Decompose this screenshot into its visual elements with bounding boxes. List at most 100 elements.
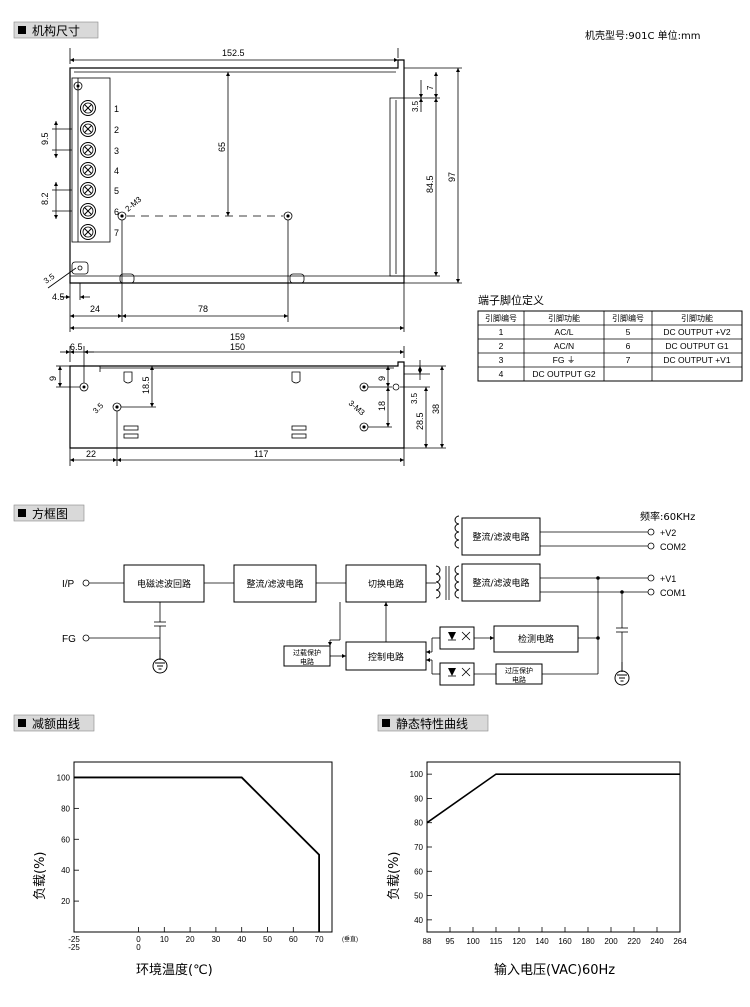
derating-xtick-label: 30 bbox=[211, 935, 220, 944]
dim-78: 78 bbox=[198, 304, 208, 314]
top-view-drawing: 1 2 3 4 5 6 7 152.5 65 9.5 8.2 2-M bbox=[40, 48, 462, 342]
side-dim-18-5: 18.5 bbox=[141, 376, 151, 394]
derating-ytick-label: 80 bbox=[61, 804, 70, 813]
out-v1: +V1 bbox=[660, 574, 676, 584]
side-dim-3-m3: 3-M3 bbox=[347, 399, 367, 418]
dim-9-5: 9.5 bbox=[40, 132, 50, 145]
static-series-line bbox=[426, 773, 680, 824]
static-ytick-label: 90 bbox=[414, 794, 423, 803]
derating-xlabel: 环境温度(℃) bbox=[136, 962, 213, 978]
section-title-dimensions: 机构尺寸 bbox=[32, 23, 80, 38]
static-xtick-label: 115 bbox=[490, 937, 503, 946]
dim-24: 24 bbox=[90, 304, 100, 314]
olp-label-1: 过载保护 bbox=[293, 648, 321, 657]
ovp-label-1: 过压保护 bbox=[505, 666, 533, 675]
case-info: 机壳型号:901C 单位:mm bbox=[585, 29, 700, 42]
derating-ytick-label: 20 bbox=[61, 897, 70, 906]
pin-cell-r1c3: 5 bbox=[626, 327, 631, 337]
side-dim-38: 38 bbox=[431, 404, 441, 414]
side-dim-3-5: 3.5 bbox=[91, 401, 106, 416]
dim-159: 159 bbox=[230, 332, 245, 342]
olp-label-2: 电路 bbox=[300, 657, 314, 666]
section-header-derating: 减额曲线 bbox=[13, 714, 95, 732]
derating-xtick-sub-label: 0 bbox=[136, 943, 141, 952]
rectifier-label-1: 整流/滤波电路 bbox=[246, 578, 303, 590]
derating-xtick-label: 50 bbox=[263, 935, 272, 944]
side-dim-9-left: 9 bbox=[48, 376, 58, 381]
dim-2-m3: 2-M3 bbox=[124, 195, 144, 214]
section-header-static: 静态特性曲线 bbox=[377, 714, 489, 732]
rectifier-block-v1 bbox=[461, 563, 541, 602]
detect-block bbox=[493, 625, 579, 653]
control-block bbox=[345, 641, 427, 671]
terminal-screws bbox=[80, 100, 96, 240]
terminal-number-5: 5 bbox=[114, 186, 119, 196]
terminal-number-6: 6 bbox=[114, 207, 119, 217]
static-ylabel: 负载(%) bbox=[387, 852, 402, 901]
pin-cell-r3c3: 7 bbox=[626, 355, 631, 365]
rectifier-label-v2: 整流/滤波电路 bbox=[472, 531, 529, 543]
static-xtick-label: 140 bbox=[535, 937, 549, 946]
derating-ytick-label: 40 bbox=[61, 866, 70, 875]
pin-cell-r2c3: 6 bbox=[626, 341, 631, 351]
section-title-derating: 减额曲线 bbox=[32, 717, 80, 731]
derating-xtick-sub-label: -25 bbox=[68, 943, 80, 952]
static-xlabel: 输入电压(VAC)60Hz bbox=[494, 962, 615, 978]
derating-ytick-label: 100 bbox=[57, 773, 71, 782]
side-dim-150: 150 bbox=[230, 342, 245, 352]
terminal-number-1: 1 bbox=[114, 104, 119, 114]
derating-xtick-label: 0 bbox=[136, 935, 141, 944]
pin-cell-r4c1: 4 bbox=[499, 369, 504, 379]
section-header-dimensions: 机构尺寸 bbox=[13, 21, 99, 39]
static-ytick-label: 80 bbox=[414, 819, 423, 828]
derating-xtick-label: -25 bbox=[68, 935, 80, 944]
derating-xtick-label: 40 bbox=[237, 935, 246, 944]
side-dim-9-right: 9 bbox=[377, 376, 387, 381]
rectifier-block-v2 bbox=[461, 517, 541, 556]
out-v2: +V2 bbox=[660, 528, 676, 538]
switch-block bbox=[345, 564, 427, 603]
section-title-static: 静态特性曲线 bbox=[396, 716, 468, 731]
dim-8-2: 8.2 bbox=[40, 192, 50, 205]
derating-series-line bbox=[74, 776, 321, 932]
pin-table-title: 端子脚位定义 bbox=[478, 293, 544, 307]
fg-label: FG bbox=[62, 634, 76, 645]
dim-65: 65 bbox=[217, 142, 227, 152]
pin-table: 端子脚位定义 引脚编号 引脚功能 引脚编号 引脚功能 1 AC/L 5 DC O… bbox=[477, 293, 743, 382]
side-dim-6-5: 6.5 bbox=[70, 342, 83, 352]
derating-xtick-label: 70 bbox=[315, 935, 324, 944]
side-view-drawing: 6.5 150 9 3.5 18.5 9 18 3-M3 3.5 28.5 38 bbox=[48, 342, 446, 466]
dim-7: 7 bbox=[426, 85, 435, 90]
out-com1: COM1 bbox=[660, 588, 686, 598]
pin-cell-r3c4: DC OUTPUT +V1 bbox=[663, 355, 730, 365]
derating-ylabel: 负载(%) bbox=[33, 852, 48, 901]
ip-label: I/P bbox=[62, 579, 75, 590]
dim-4-5: 4.5 bbox=[52, 292, 65, 302]
static-xtick-label: 95 bbox=[446, 937, 455, 946]
dim-3-5-top: 3.5 bbox=[411, 100, 420, 112]
rectifier-label-v1: 整流/滤波电路 bbox=[472, 577, 529, 589]
static-xtick-label: 200 bbox=[604, 937, 618, 946]
static-ytick-label: 60 bbox=[414, 867, 423, 876]
static-xtick-label: 120 bbox=[512, 937, 526, 946]
pin-cell-r1c4: DC OUTPUT +V2 bbox=[663, 327, 730, 337]
section-title-block: 方框图 bbox=[32, 506, 68, 521]
pin-cell-r1c2: AC/L bbox=[555, 327, 574, 337]
control-label: 控制电路 bbox=[368, 651, 404, 663]
rectifier-block-1 bbox=[233, 564, 317, 603]
pin-cell-r1c1: 1 bbox=[499, 327, 504, 337]
pin-cell-r2c1: 2 bbox=[499, 341, 504, 351]
static-xtick-label: 160 bbox=[558, 937, 572, 946]
static-xtick-label: 100 bbox=[466, 937, 480, 946]
emi-filter-label: 电磁滤波回路 bbox=[137, 578, 191, 590]
pin-header-no-1: 引脚编号 bbox=[485, 313, 517, 323]
side-dim-3-5-right: 3.5 bbox=[410, 392, 419, 404]
derating-x-unit: (垂直) bbox=[342, 935, 358, 943]
static-xtick-label: 88 bbox=[423, 937, 432, 946]
pin-cell-r3c2: FG ⏚ bbox=[553, 355, 576, 365]
side-dim-22: 22 bbox=[86, 449, 96, 459]
side-dim-18: 18 bbox=[377, 401, 387, 411]
